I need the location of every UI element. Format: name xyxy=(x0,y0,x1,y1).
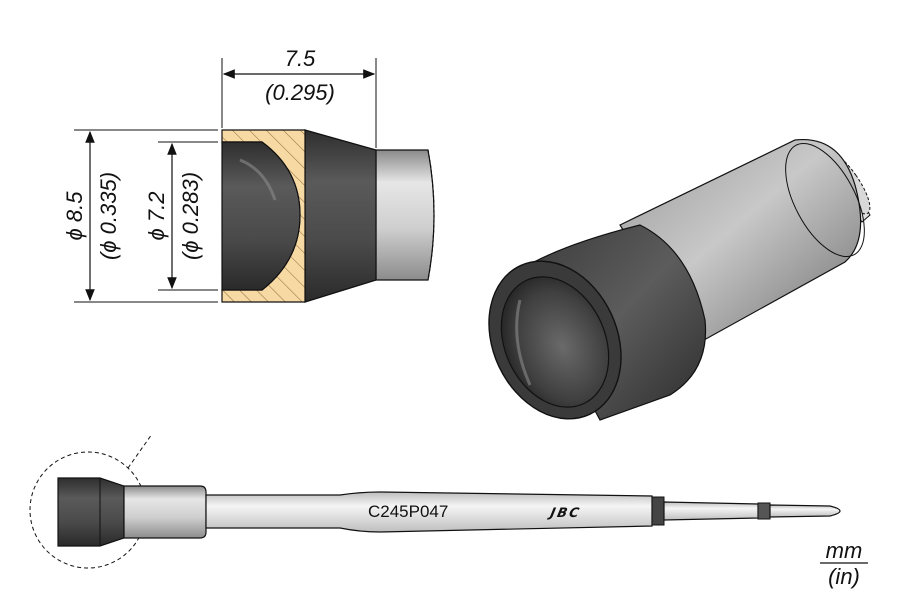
outer-diameter-in-label: (ϕ 0.335) xyxy=(96,172,121,260)
detail-leader xyxy=(127,433,153,469)
inner-diameter-mm-label: ϕ 7.2 xyxy=(144,192,169,241)
tip-thin-shaft xyxy=(663,501,759,521)
section-view: 7.5 (0.295) ϕ 8.5 (ϕ 0.335) ϕ 7.2 (ϕ 0.2… xyxy=(62,46,435,303)
thin-shaft-band xyxy=(757,502,771,520)
brand-logo: JBC xyxy=(546,506,582,521)
unit-secondary: (in) xyxy=(828,564,860,589)
outer-diameter-mm-label: ϕ 8.5 xyxy=(62,191,87,241)
shaft-band xyxy=(651,496,665,526)
iso-cup-opening xyxy=(500,276,610,408)
tip-shaft xyxy=(205,491,653,533)
section-cavity xyxy=(221,141,301,291)
length-in-label: (0.295) xyxy=(265,80,335,105)
section-shaft xyxy=(375,149,435,281)
tip-needle xyxy=(769,504,841,518)
tip-sleeve xyxy=(123,485,207,539)
tip-head xyxy=(57,477,125,547)
inner-diameter-in-label: (ϕ 0.283) xyxy=(178,172,203,260)
length-mm-label: 7.5 xyxy=(285,46,316,71)
full-tip-view: C245P047 JBC xyxy=(29,433,841,569)
isometric-view xyxy=(488,138,871,421)
units-legend: mm (in) xyxy=(820,538,868,589)
section-collar xyxy=(304,129,377,303)
unit-primary: mm xyxy=(826,538,863,563)
model-number: C245P047 xyxy=(368,502,448,521)
